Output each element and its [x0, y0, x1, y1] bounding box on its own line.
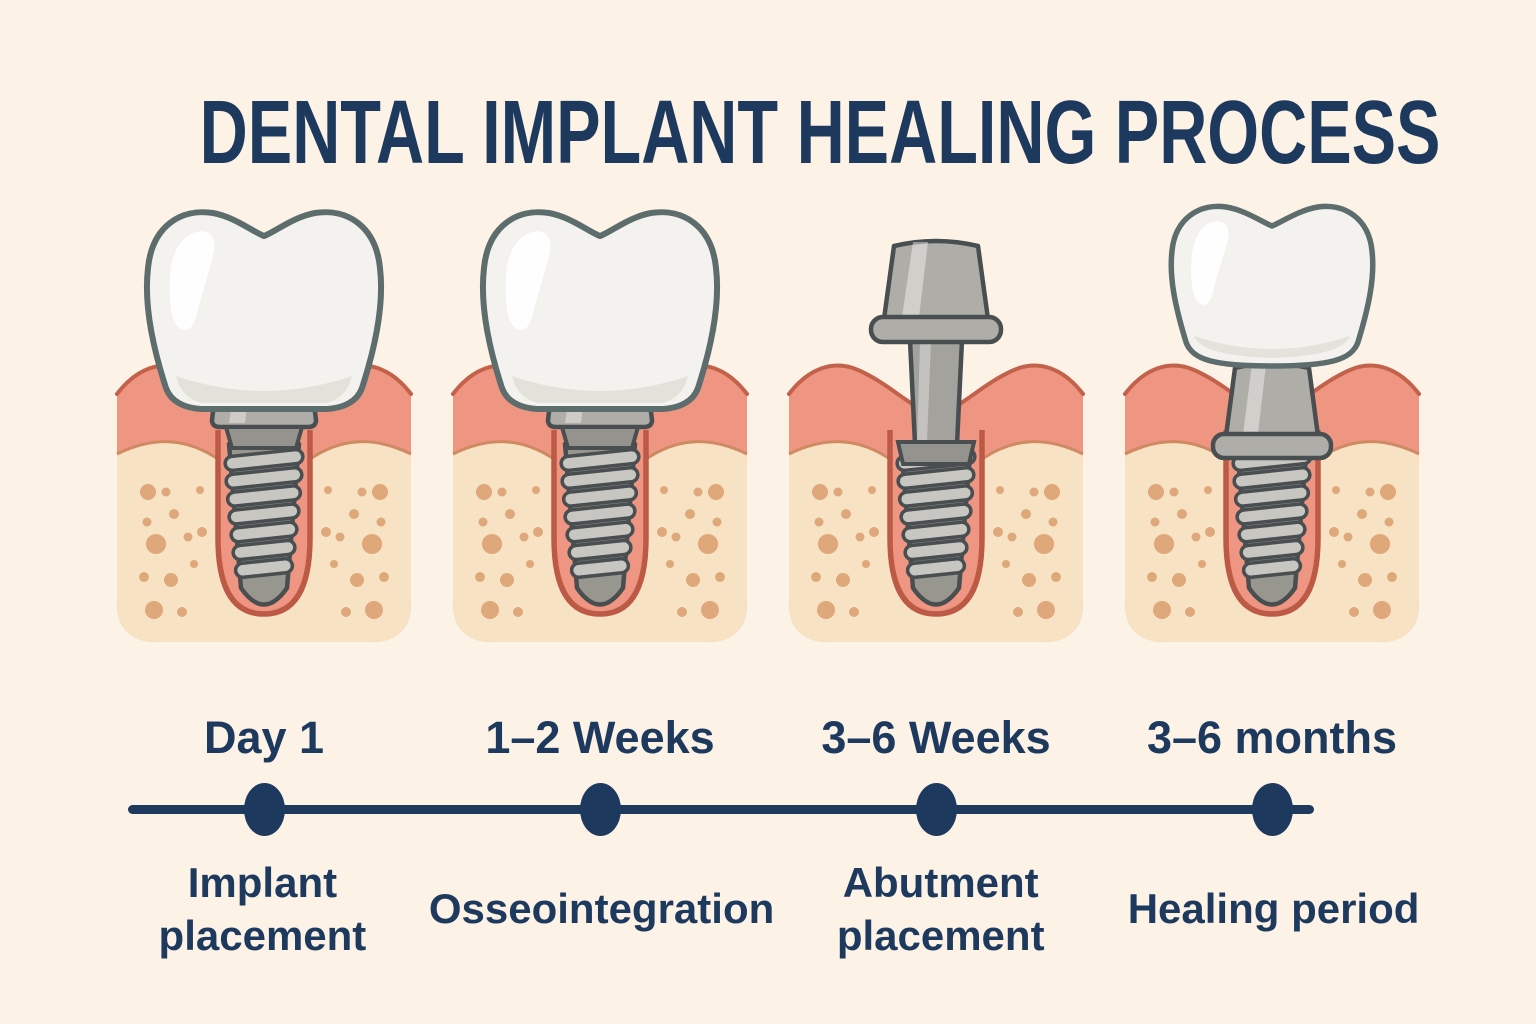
- stage-label-line: Implant: [187, 858, 338, 906]
- illustration-osseointegration: [450, 190, 750, 660]
- stage-label-healing-period: Healing period: [1128, 856, 1420, 962]
- stage-label-abutment-placement: Abutment placement: [837, 856, 1045, 962]
- stage-label-line: Healing period: [1127, 885, 1420, 933]
- timeline-dot-2: [579, 783, 621, 836]
- timeline-dot-3: [915, 783, 957, 836]
- time-label-4: 3–6 months: [1146, 712, 1398, 763]
- time-label-3: 3–6 Weeks: [821, 712, 1051, 763]
- illustration-abutment-placement: [786, 190, 1086, 660]
- time-labels-row: Day 1 1–2 Weeks 3–6 Weeks 3–6 months: [96, 712, 1440, 764]
- timeline-dot-1: [243, 783, 285, 836]
- tooth-crown: [483, 212, 717, 409]
- timeline-line: [128, 805, 1314, 814]
- stage-label-line: placement: [836, 912, 1045, 959]
- stage-label-line: Osseointegration: [428, 885, 775, 933]
- stage-labels-row: Implant placement Osseointegration Abutm…: [96, 856, 1440, 962]
- page-title: DENTAL IMPLANT HEALING PROCESS: [199, 83, 1441, 184]
- timeline-dots-row: [96, 783, 1440, 836]
- tooth-crown: [147, 212, 381, 409]
- stage-illustrations-row: [96, 190, 1440, 660]
- abutment-post: [1213, 364, 1331, 459]
- stage-label-implant-placement: Implant placement: [159, 856, 367, 962]
- stage-label-osseointegration: Osseointegration: [429, 856, 774, 962]
- floating-tooth-crown: [1171, 206, 1373, 366]
- stage-label-line: Abutment: [842, 858, 1039, 906]
- timeline-dot-4: [1251, 783, 1293, 836]
- time-label-2: 1–2 Weeks: [485, 712, 715, 763]
- illustration-implant-placement: [114, 190, 414, 660]
- stage-label-line: placement: [158, 912, 367, 959]
- illustration-healing-period: [1122, 190, 1422, 660]
- time-label-1: Day 1: [203, 712, 325, 763]
